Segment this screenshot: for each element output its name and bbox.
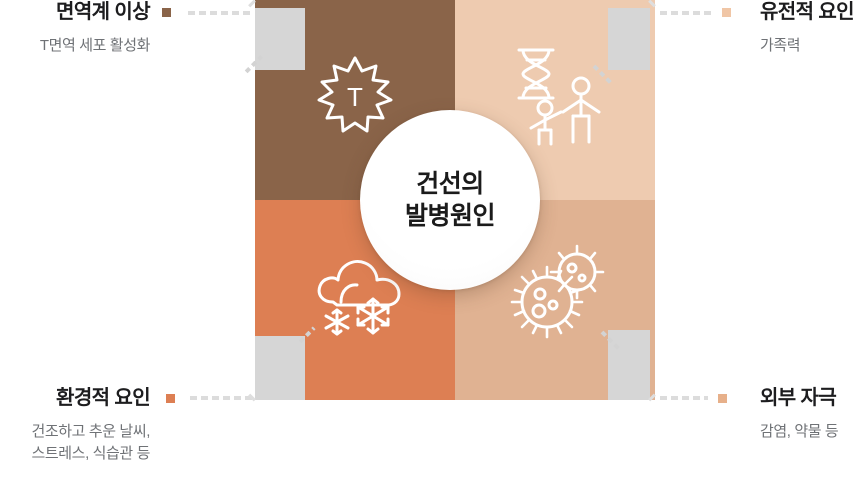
marker-genetic xyxy=(722,8,731,17)
connector-line-immune xyxy=(188,11,252,15)
connector-line-genetic xyxy=(660,11,712,15)
label-genetic-subtitle: 가족력 xyxy=(760,35,859,57)
dna-family-icon xyxy=(517,48,601,146)
marker-external xyxy=(718,394,727,403)
label-external-title: 외부 자극 xyxy=(760,387,837,409)
svg-text:T: T xyxy=(347,82,363,112)
label-environment-subtitle-line-1: 건조하고 추운 날씨, xyxy=(31,423,150,440)
tcell-icon: T xyxy=(317,56,393,133)
corner-plate-bottom-left xyxy=(255,336,305,400)
label-external: 외부 자극 감염, 약물 등 xyxy=(760,386,859,443)
center-topic-circle[interactable]: 건선의 발병원인 xyxy=(360,110,540,290)
label-environment: 환경적 요인 건조하고 추운 날씨, 스트레스, 식습관 등 xyxy=(0,386,150,465)
corner-plate-top-left xyxy=(255,8,305,70)
label-genetic: 유전적 요인 가족력 xyxy=(760,0,859,57)
label-external-subtitle-line-1: 감염, 약물 등 xyxy=(760,423,839,440)
label-genetic-subtitle-line-1: 가족력 xyxy=(760,37,801,54)
connector-line-external xyxy=(660,396,708,400)
marker-environment xyxy=(166,394,175,403)
label-immune-subtitle-line-1: T면역 세포 활성화 xyxy=(39,37,151,54)
label-immune: 면역계 이상 T면역 세포 활성화 xyxy=(0,0,151,57)
label-external-subtitle: 감염, 약물 등 xyxy=(760,421,859,443)
connector-line-environment xyxy=(190,396,252,400)
label-immune-title: 면역계 이상 xyxy=(56,1,151,23)
label-environment-title: 환경적 요인 xyxy=(56,387,151,409)
center-title-line-2: 발병원인 xyxy=(404,202,496,230)
label-genetic-title: 유전적 요인 xyxy=(760,1,855,23)
corner-plate-top-right xyxy=(608,8,650,70)
label-environment-subtitle-line-2: 스트레스, 식습관 등 xyxy=(31,444,150,462)
marker-immune xyxy=(162,8,171,17)
label-immune-subtitle: T면역 세포 활성화 xyxy=(0,35,151,57)
center-title-line-1: 건선의 xyxy=(416,170,484,198)
label-environment-subtitle: 건조하고 추운 날씨, 스트레스, 식습관 등 xyxy=(0,421,150,465)
